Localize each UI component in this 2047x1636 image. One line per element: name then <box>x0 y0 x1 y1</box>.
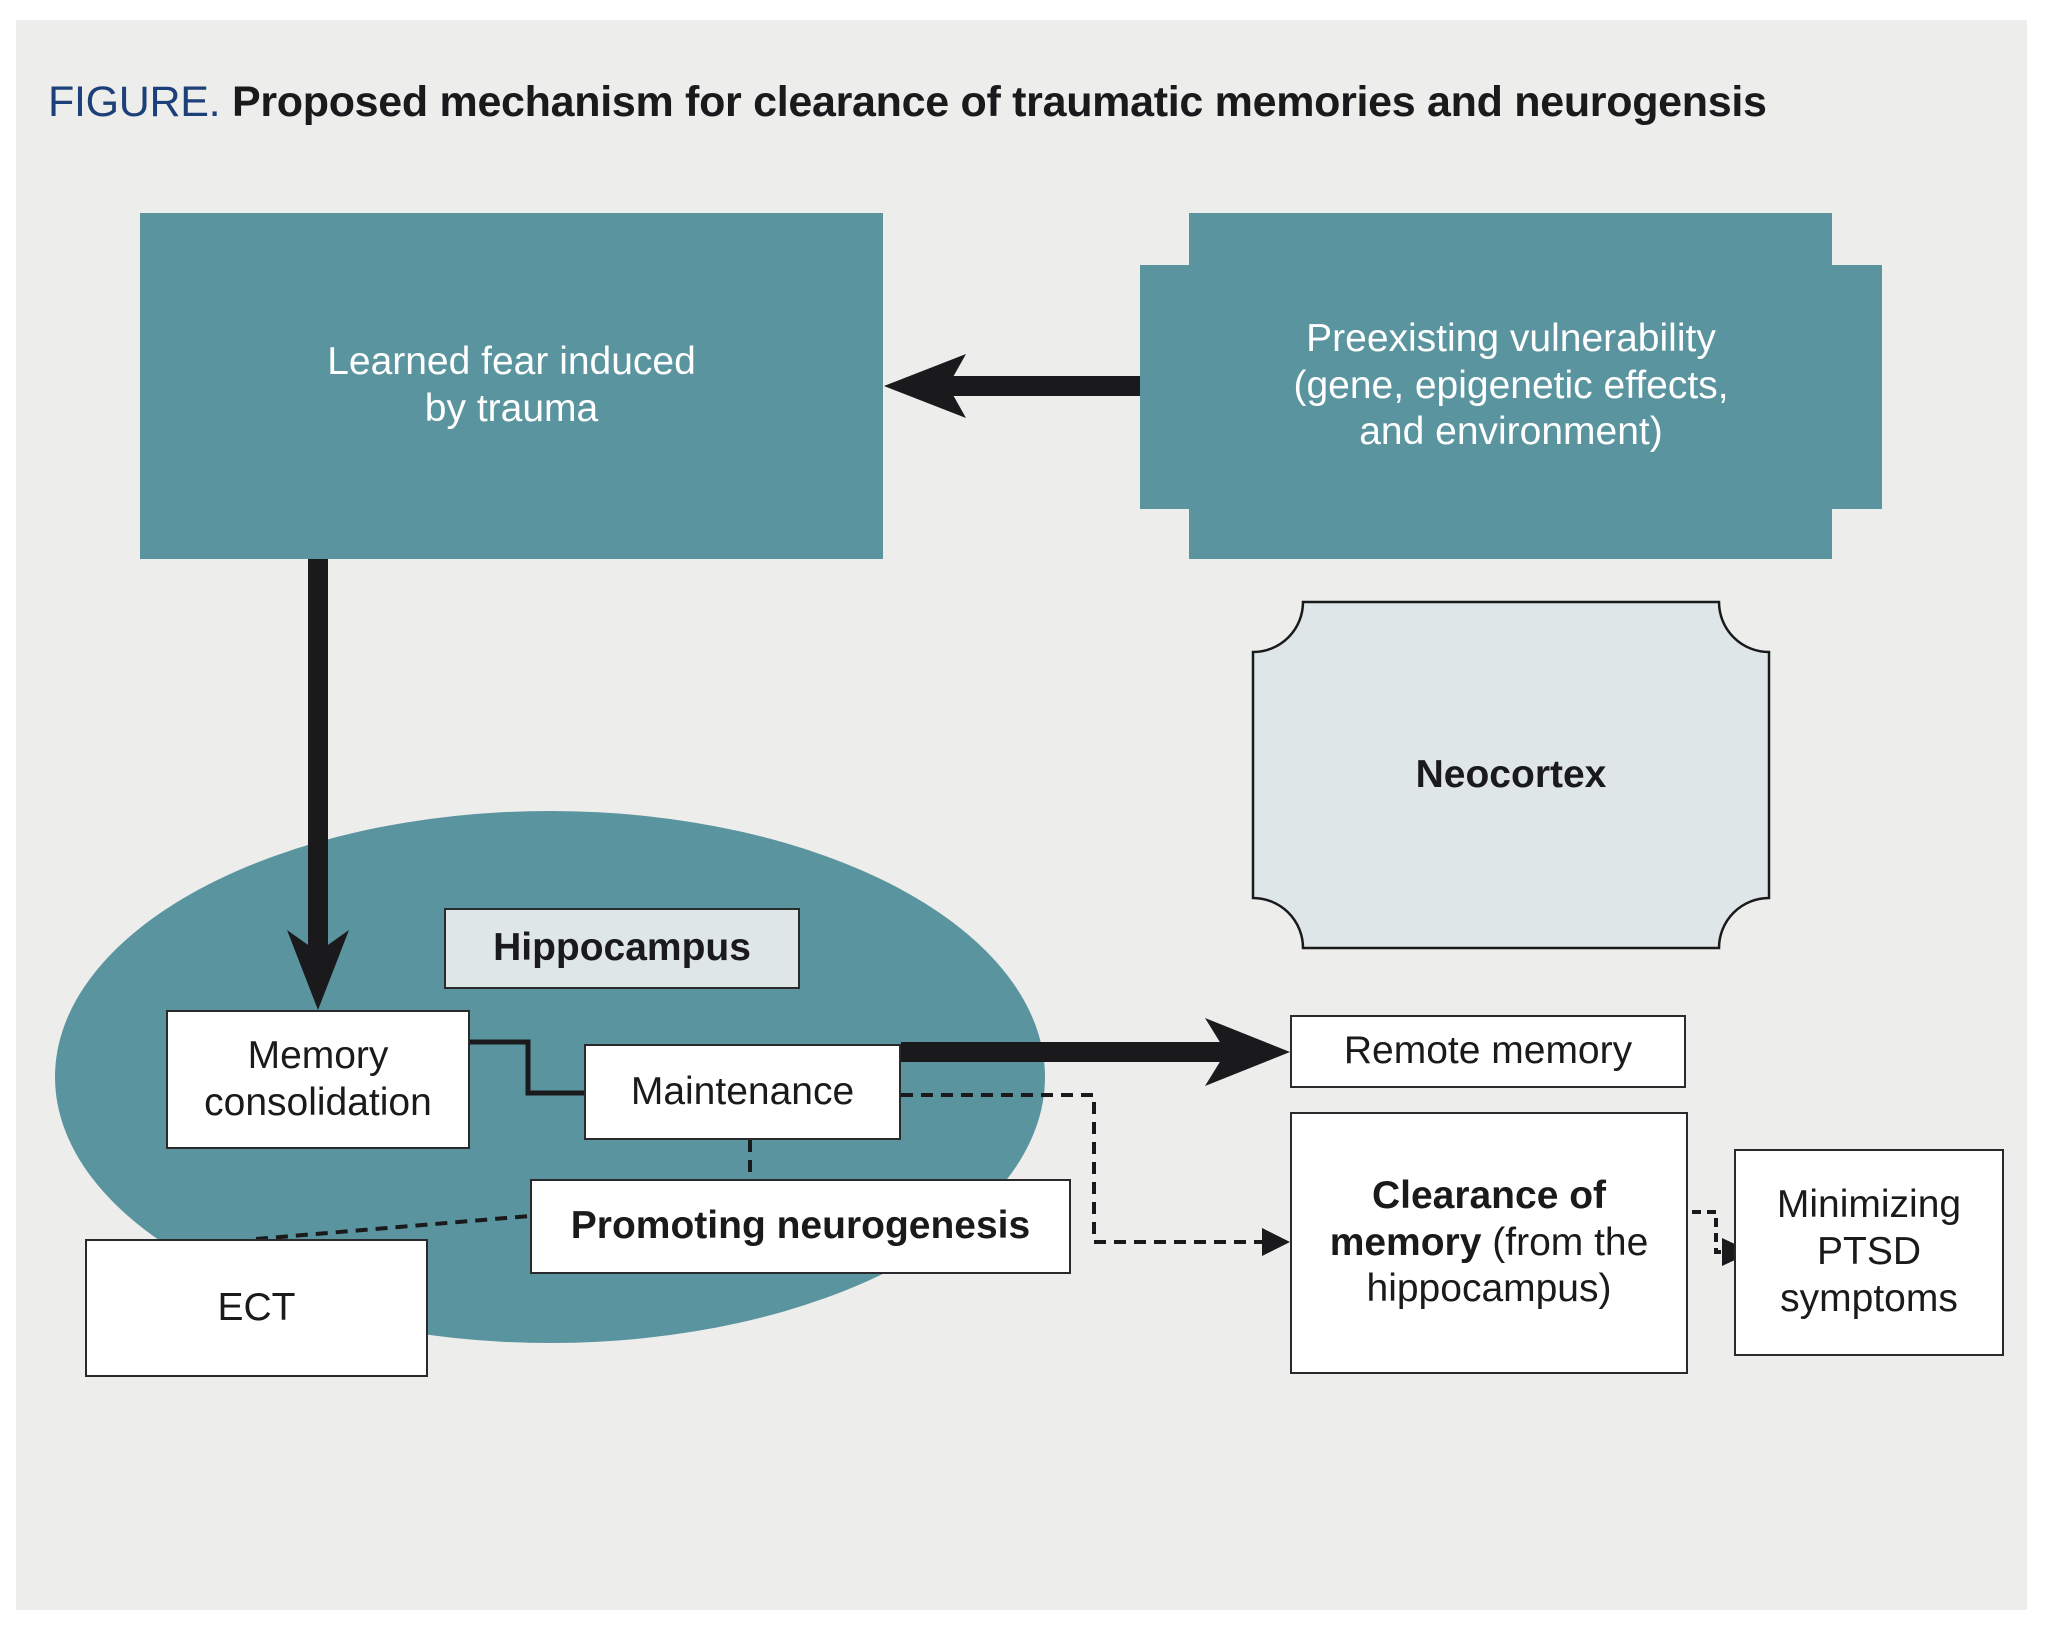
clearance-of-memory-box: Clearance of memory (from the hippocampu… <box>1290 1112 1688 1374</box>
memory-consolidation-box: Memory consolidation <box>166 1010 470 1149</box>
preexisting-vulnerability-box <box>1140 213 1882 559</box>
arrowhead-right <box>1205 1018 1290 1086</box>
preexisting-line-2: (gene, epigenetic effects, <box>1293 363 1729 407</box>
hippocampus-label: Hippocampus <box>444 908 800 989</box>
memory-consolidation-line-2: consolidation <box>204 1080 432 1124</box>
neocortex-label: Neocortex <box>1253 602 1769 948</box>
clearance-memory-word: memory <box>1329 1220 1482 1264</box>
clearance-line-3: hippocampus) <box>1366 1267 1612 1311</box>
preexisting-line-1: Preexisting vulnerability <box>1306 316 1716 360</box>
connector-consolidation-maintenance <box>470 1039 584 1096</box>
figure-title-text: Proposed mechanism for clearance of trau… <box>231 78 1767 126</box>
ect-box: ECT <box>85 1239 428 1377</box>
arrowhead-left <box>884 354 966 418</box>
learned-fear-label: Learned fear induced by trauma <box>140 213 883 559</box>
preexisting-line-3: and environment) <box>1359 410 1663 454</box>
dashed-clearance-to-minimizing <box>1662 1210 1722 1254</box>
dashed-ect-to-neurogenesis <box>255 1214 531 1241</box>
minimizing-line-3: symptoms <box>1780 1276 1958 1320</box>
arrowhead-down <box>287 930 349 1010</box>
learned-fear-text: Learned fear induced by trauma <box>327 340 696 430</box>
hippocampus-text: Hippocampus <box>493 926 751 970</box>
remote-memory-text: Remote memory <box>1343 1029 1633 1073</box>
clearance-line-2: memory (from the <box>1330 1220 1649 1267</box>
figure-tag: FIGURE. <box>48 78 221 126</box>
promoting-neurogenesis-box: Promoting neurogenesis <box>530 1179 1071 1274</box>
dashed-maintenance-to-clearance <box>901 1093 1265 1244</box>
clearance-line-1: Clearance of <box>1371 1173 1607 1217</box>
minimizing-line-1: Minimizing <box>1776 1183 1962 1227</box>
maintenance-text: Maintenance <box>630 1069 855 1113</box>
maintenance-box: Maintenance <box>584 1044 901 1140</box>
minimizing-ptsd-box: Minimizing PTSD symptoms <box>1734 1149 2004 1356</box>
memory-consolidation-line-1: Memory <box>247 1033 389 1077</box>
ect-text: ECT <box>217 1285 296 1329</box>
promoting-neurogenesis-text: Promoting neurogenesis <box>570 1204 1031 1248</box>
figure-title: FIGURE. Proposed mechanism for clearance… <box>48 78 1767 127</box>
arrowhead-clearance <box>1262 1228 1290 1256</box>
preexisting-vulnerability-label: Preexisting vulnerability (gene, epigene… <box>1140 213 1882 559</box>
remote-memory-box: Remote memory <box>1290 1015 1686 1088</box>
minimizing-line-2: PTSD <box>1816 1230 1921 1274</box>
learned-fear-box <box>140 213 883 559</box>
neocortex-text: Neocortex <box>1415 752 1607 796</box>
neocortex-box <box>1251 600 1771 950</box>
clearance-from-the: (from the <box>1481 1220 1649 1264</box>
